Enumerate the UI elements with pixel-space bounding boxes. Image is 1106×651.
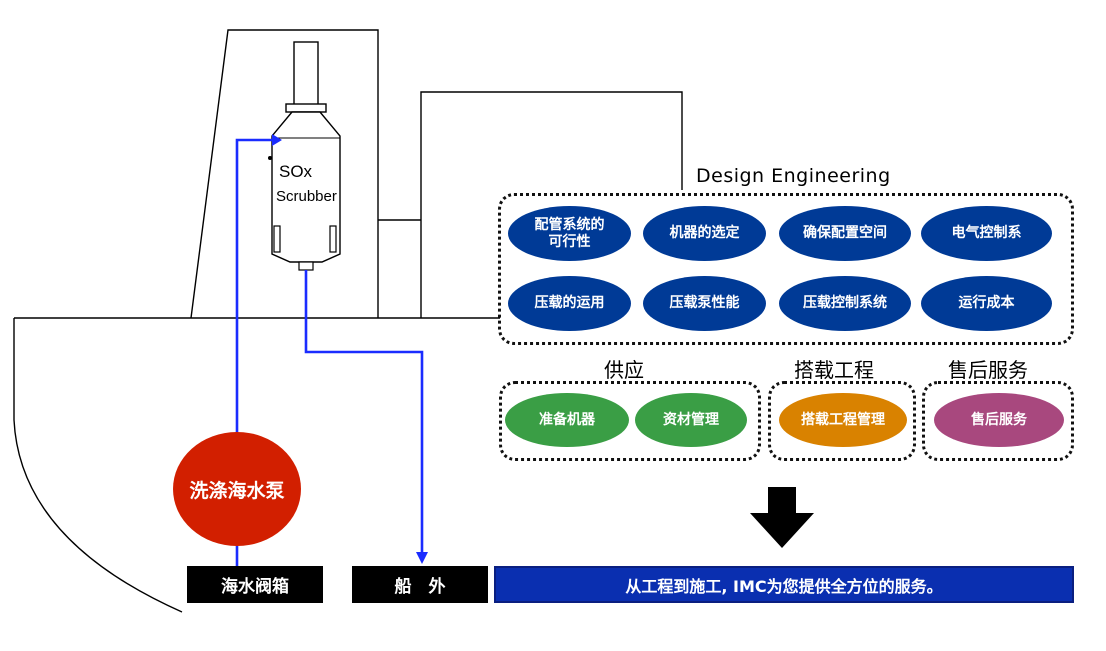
design-item-ballast-operation: 压载的运用 xyxy=(508,276,631,331)
design-item-label: 机器的选定 xyxy=(669,225,740,241)
design-item-label: 运行成本 xyxy=(958,295,1015,311)
overboard-label: 船 外 xyxy=(352,566,488,603)
design-item-piping-feasibility: 配管系统的 可行性 xyxy=(508,206,631,261)
scrubber-leg-right xyxy=(329,225,337,253)
supply-item-prepare-machinery: 准备机器 xyxy=(505,393,629,447)
scrubber-dot xyxy=(268,156,272,160)
sea-chest-label: 海水阀箱 xyxy=(187,566,323,603)
pump-label: 洗涤海水泵 xyxy=(189,479,285,502)
installation-item-management: 搭载工程管理 xyxy=(779,393,907,447)
design-item-label: 压载控制系统 xyxy=(803,295,887,311)
hull-outline xyxy=(13,318,183,613)
after-sales-item-service: 售后服务 xyxy=(934,393,1064,447)
design-item-label: 压载泵性能 xyxy=(669,295,740,311)
design-item-label: 压载的运用 xyxy=(534,295,605,311)
exhaust-flange xyxy=(285,103,327,113)
design-item-machine-selection: 机器的选定 xyxy=(643,206,766,261)
supply-title: 供应 xyxy=(604,358,644,382)
supply-item-label: 准备机器 xyxy=(539,411,595,428)
supply-arrowhead xyxy=(272,134,282,146)
design-item-electrical-control: 电气控制系 xyxy=(921,206,1052,261)
down-arrow xyxy=(750,487,814,548)
deckhouse-outline xyxy=(420,91,683,318)
design-item-ballast-control: 压载控制系统 xyxy=(779,276,911,331)
design-item-operating-cost: 运行成本 xyxy=(921,276,1052,331)
installation-item-label: 搭载工程管理 xyxy=(801,411,885,428)
design-item-label: 配管系统的 可行性 xyxy=(534,216,605,250)
design-item-space-allocation: 确保配置空间 xyxy=(779,206,911,261)
supply-pipe xyxy=(235,138,277,434)
scrubber-label-sox: SOx xyxy=(279,162,313,181)
after-sales-item-label: 售后服务 xyxy=(971,411,1027,428)
discharge-arrowhead xyxy=(416,552,428,564)
after-sales-group xyxy=(922,381,1074,461)
exhaust-stack xyxy=(293,41,319,107)
scrubber-leg-left xyxy=(273,225,281,253)
scrubber-outlet xyxy=(298,261,314,271)
service-banner: 从工程到施工, IMC为您提供全方位的服务。 xyxy=(494,566,1074,603)
design-item-label: 电气控制系 xyxy=(951,225,1022,241)
discharge-pipe xyxy=(304,270,424,556)
scrubber-body xyxy=(271,111,341,263)
after-sales-title: 售后服务 xyxy=(948,358,1028,382)
supply-item-label: 资材管理 xyxy=(663,411,719,428)
scrubber-label-name: Scrubber xyxy=(276,188,337,205)
installation-group xyxy=(768,381,916,461)
design-engineering-group xyxy=(498,193,1074,345)
supply-group xyxy=(499,381,761,461)
installation-title: 搭载工程 xyxy=(794,358,874,382)
design-engineering-title: Design Engineering xyxy=(696,165,891,187)
supply-item-materials-management: 资材管理 xyxy=(635,393,747,447)
design-item-ballast-pump: 压载泵性能 xyxy=(643,276,766,331)
wash-water-pump: 洗涤海水泵 xyxy=(173,432,301,546)
funnel-outline xyxy=(190,29,379,319)
design-item-label: 确保配置空间 xyxy=(803,225,887,241)
